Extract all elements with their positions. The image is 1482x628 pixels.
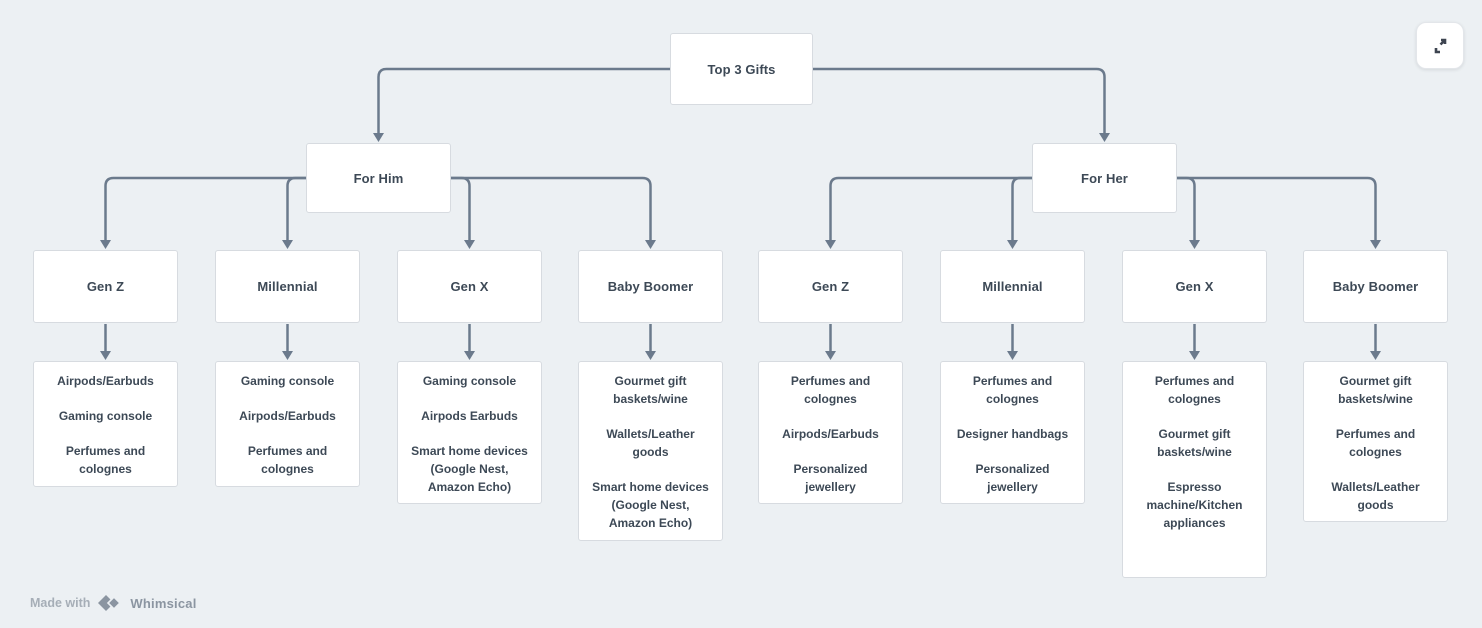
expand-icon — [1434, 38, 1447, 53]
node-her-gen-z-gifts[interactable]: Perfumes and colognes Airpods/Earbuds Pe… — [758, 361, 903, 504]
gift-item: Perfumes and colognes — [790, 374, 871, 406]
gift-item: Personalized jewellery — [793, 462, 868, 494]
node-him-millennial-gifts[interactable]: Gaming console Airpods/Earbuds Perfumes … — [215, 361, 360, 487]
gift-item: Perfumes and colognes — [65, 444, 146, 476]
gift-item: Designer handbags — [956, 427, 1069, 441]
gift-item: Wallets/Leather goods — [1331, 480, 1420, 512]
node-her-millennial[interactable]: Millennial — [940, 250, 1085, 323]
node-label: For Him — [353, 170, 404, 186]
node-him-gen-x[interactable]: Gen X — [397, 250, 542, 323]
gift-item: Gourmet gift baskets/wine — [613, 374, 688, 406]
gift-item: Gaming console — [422, 374, 517, 388]
node-label: Millennial — [257, 279, 318, 294]
node-him-gen-x-gifts[interactable]: Gaming console Airpods Earbuds Smart hom… — [397, 361, 542, 504]
gift-item: Airpods/Earbuds — [57, 374, 154, 388]
node-for-him[interactable]: For Him — [306, 143, 451, 213]
gift-item: Gourmet gift baskets/wine — [1157, 427, 1232, 459]
gift-item: Smart home devices (Google Nest, Amazon … — [592, 480, 709, 530]
gift-item: Gaming console — [240, 374, 335, 388]
gift-item: Perfumes and colognes — [1335, 427, 1416, 459]
node-him-baby-boomer-gifts[interactable]: Gourmet gift baskets/wine Wallets/Leathe… — [578, 361, 723, 541]
node-her-baby-boomer[interactable]: Baby Boomer — [1303, 250, 1448, 323]
node-top-3-gifts[interactable]: Top 3 Gifts — [670, 33, 813, 105]
node-label: Millennial — [982, 279, 1043, 294]
node-label: Baby Boomer — [607, 279, 694, 294]
node-him-millennial[interactable]: Millennial — [215, 250, 360, 323]
gift-item: Smart home devices (Google Nest, Amazon … — [411, 444, 528, 494]
node-him-gen-z[interactable]: Gen Z — [33, 250, 178, 323]
gift-item: Airpods/Earbuds — [239, 409, 336, 423]
gift-item: Perfumes and colognes — [1154, 374, 1235, 406]
whimsical-logo-icon — [98, 595, 122, 611]
gift-item: Personalized jewellery — [975, 462, 1050, 494]
node-label: For Her — [1081, 170, 1128, 186]
gift-item: Gaming console — [58, 409, 153, 423]
gift-item: Wallets/Leather goods — [606, 427, 695, 459]
gift-item: Perfumes and colognes — [972, 374, 1053, 406]
connector-arrowheads — [100, 133, 1381, 360]
gift-item: Perfumes and colognes — [247, 444, 328, 476]
node-for-her[interactable]: For Her — [1032, 143, 1177, 213]
node-her-gen-x[interactable]: Gen X — [1122, 250, 1267, 323]
gift-item: Airpods Earbuds — [421, 409, 518, 423]
gift-item: Espresso machine/Kitchen appliances — [1146, 480, 1243, 530]
node-label: Gen X — [1175, 279, 1214, 294]
node-her-millennial-gifts[interactable]: Perfumes and colognes Designer handbags … — [940, 361, 1085, 504]
gift-item: Airpods/Earbuds — [782, 427, 879, 441]
node-label: Top 3 Gifts — [707, 61, 776, 77]
node-label: Gen X — [450, 279, 489, 294]
node-her-gen-z[interactable]: Gen Z — [758, 250, 903, 323]
node-her-baby-boomer-gifts[interactable]: Gourmet gift baskets/wine Perfumes and c… — [1303, 361, 1448, 522]
expand-button[interactable] — [1416, 22, 1464, 69]
node-him-baby-boomer[interactable]: Baby Boomer — [578, 250, 723, 323]
node-her-gen-x-gifts[interactable]: Perfumes and colognes Gourmet gift baske… — [1122, 361, 1267, 578]
gift-item: Gourmet gift baskets/wine — [1338, 374, 1413, 406]
whimsical-brand-label: Whimsical — [130, 595, 197, 611]
whimsical-attribution[interactable]: Made with Whimsical — [30, 594, 197, 612]
node-label: Gen Z — [86, 279, 125, 294]
node-label: Gen Z — [811, 279, 850, 294]
made-with-label: Made with — [30, 596, 91, 610]
node-label: Baby Boomer — [1332, 279, 1419, 294]
node-him-gen-z-gifts[interactable]: Airpods/Earbuds Gaming console Perfumes … — [33, 361, 178, 487]
